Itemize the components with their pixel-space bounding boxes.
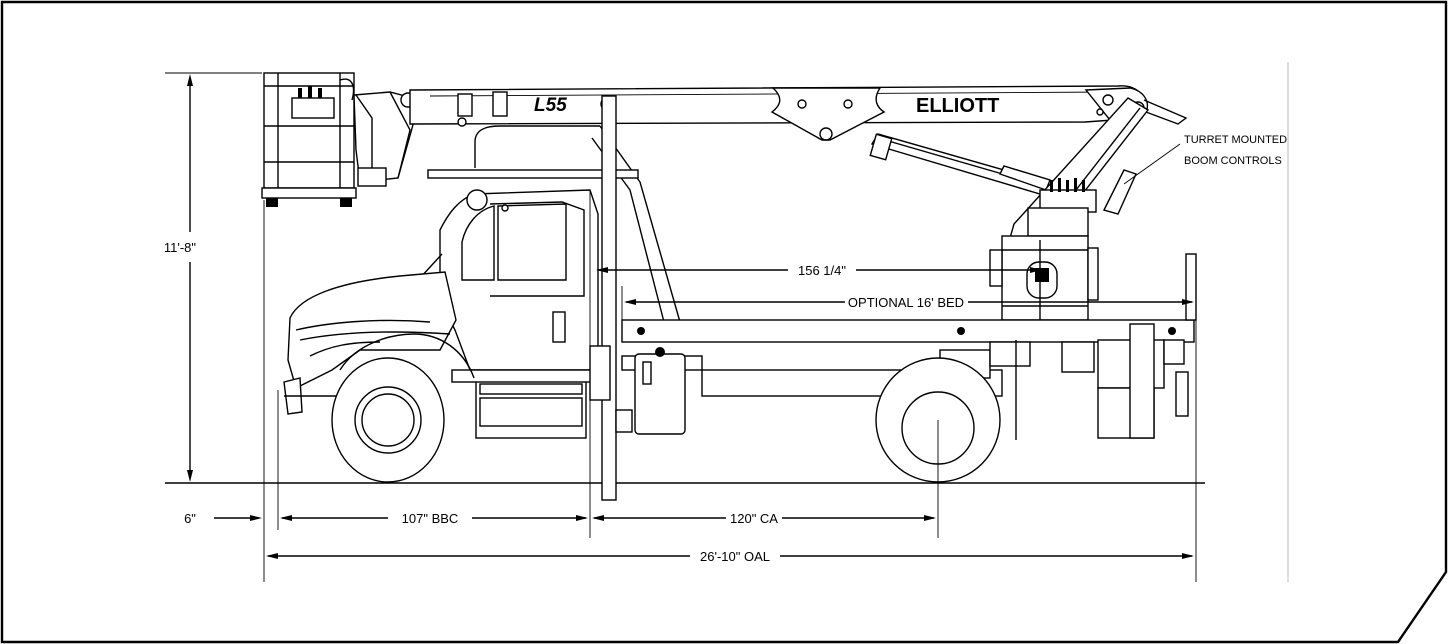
ca-dimension [592,515,936,521]
height-dimension-label: 11'-8" [164,240,197,255]
bucket-platform [261,72,357,207]
truck-cab [283,95,681,501]
front-overhang-label: 6" [184,511,196,526]
height-dimension [165,72,262,482]
ca-dimension-label: 120" CA [730,511,778,526]
boom-length-dimension [596,240,1042,320]
boom-arm [409,85,1188,141]
bed-dimension [621,286,1194,320]
turret-callout-leader [1123,143,1181,185]
model-label: L55 [534,95,567,116]
boom-length-label: 156 1/4" [798,263,846,278]
front-wheel [331,357,445,483]
lift-cylinder [869,133,1051,195]
oal-dimension [266,553,1194,559]
pedestal [989,235,1099,321]
bbc-dimension-label: 107" BBC [402,511,459,526]
bbc-dimension [280,515,588,521]
oal-dimension-label: 26'-10" OAL [700,549,770,564]
turret-callout-line1: TURRET MOUNTED [1184,134,1287,146]
boom-tip-linkage [339,78,421,187]
brand-label: ELLIOTT [916,95,999,117]
bed-dimension-label: OPTIONAL 16' BED [848,295,964,310]
turret-callout-line2: BOOM CONTROLS [1184,155,1282,167]
front-overhang-dimension [214,515,262,521]
